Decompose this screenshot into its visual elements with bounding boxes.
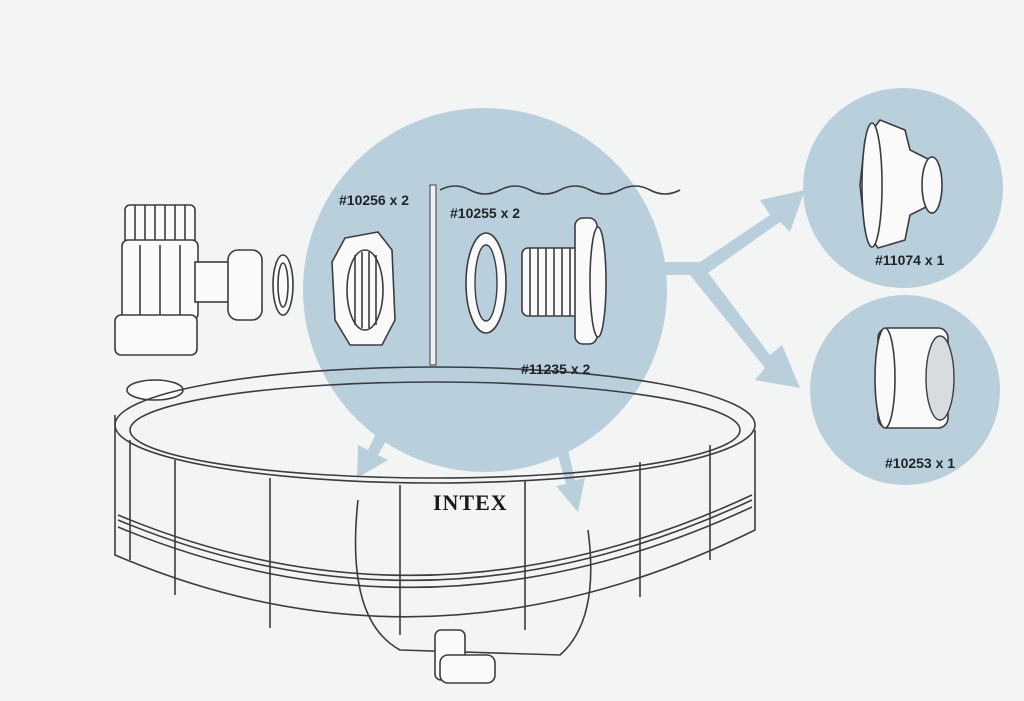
- strainer-grid-detail-circle: [810, 295, 1000, 485]
- main-detail-circle: [303, 108, 681, 472]
- strainer-connector-part: [521, 217, 607, 345]
- plug-detail-circle: [803, 88, 1003, 288]
- plug-part-label: #11074 x 1: [875, 252, 945, 268]
- nut-part: [331, 231, 396, 346]
- skimmer-fitting-assembly: [114, 204, 294, 401]
- washer-part: [465, 232, 507, 334]
- arrow-to-strainer-grid: [640, 262, 800, 388]
- strainer-grid-part-label: #10253 x 1: [885, 455, 955, 471]
- nut-part-label: #10256 x 2: [339, 192, 409, 208]
- pool-brand-logo: INTEX: [433, 490, 508, 515]
- washer-part-label: #10255 x 2: [450, 205, 520, 221]
- strainer-connector-part-label: #11235 x 2: [521, 361, 591, 377]
- pool-illustration: INTEX: [114, 366, 756, 684]
